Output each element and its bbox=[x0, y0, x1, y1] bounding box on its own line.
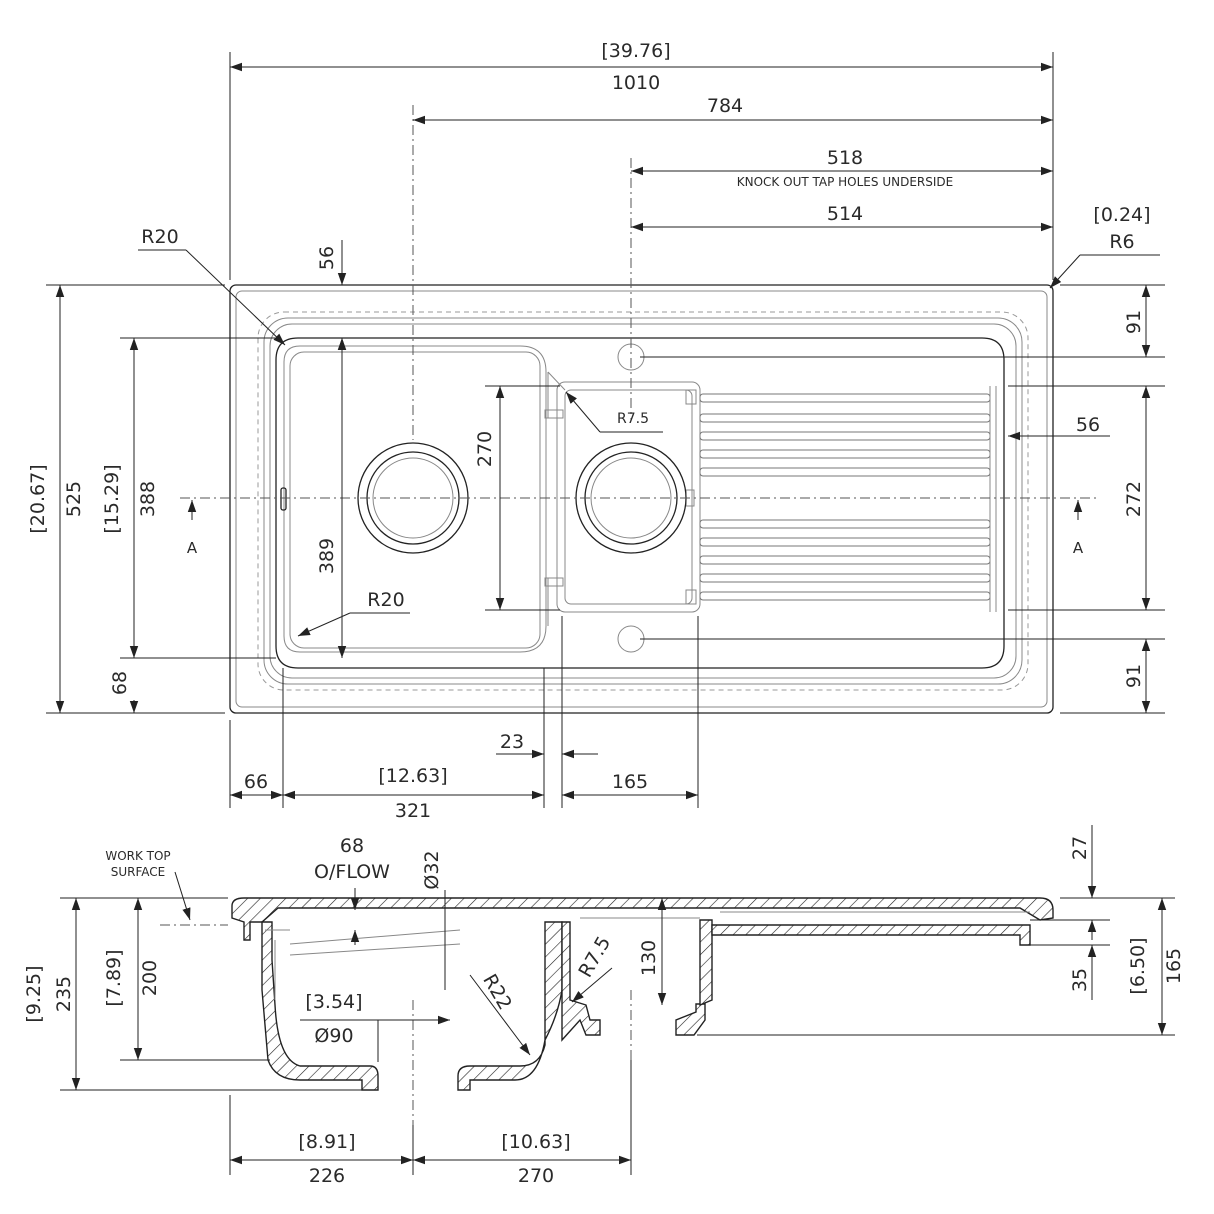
half-bowl-outline bbox=[556, 381, 701, 613]
half-bowl-length: 270 bbox=[474, 431, 496, 467]
bowl-radius-bottom: R20 bbox=[367, 589, 404, 611]
left-margin: 66 bbox=[244, 771, 268, 793]
drainer-rib bbox=[699, 591, 991, 601]
work-top-note-line1: WORK TOP bbox=[105, 849, 170, 863]
bowl-depth-in: [7.89] bbox=[103, 949, 125, 1006]
overall-height-mm: 235 bbox=[53, 976, 75, 1012]
half-bowl-depth: 130 bbox=[638, 940, 660, 976]
top-rim-depth: 56 bbox=[316, 246, 338, 270]
corner-radius-mm: R6 bbox=[1109, 231, 1134, 253]
section-view bbox=[231, 897, 1054, 1125]
plan-dimensions: [39.76] 1010 784 518 KNOCK OUT TAP HOLES… bbox=[27, 40, 1165, 822]
section-height-mm: 165 bbox=[1163, 948, 1185, 984]
bowl-centre-to-right: 784 bbox=[707, 95, 743, 117]
bowl-radius: R22 bbox=[478, 970, 516, 1013]
section-height-in: [6.50] bbox=[1127, 937, 1149, 994]
plan-view bbox=[180, 105, 1100, 714]
waste-spacing-mm: 270 bbox=[518, 1165, 554, 1187]
drainer-rib bbox=[699, 519, 991, 529]
waste-dia-mm: Ø90 bbox=[314, 1025, 353, 1047]
half-bowl-section bbox=[561, 921, 601, 1042]
depth-mm: 525 bbox=[63, 481, 85, 517]
waste-offset-in: [8.91] bbox=[298, 1131, 355, 1153]
drainer-top: 91 bbox=[1123, 310, 1145, 334]
bowl-length-mm: 388 bbox=[137, 481, 159, 517]
depth-in: [20.67] bbox=[27, 464, 49, 533]
tap-hole-b-to-right: 514 bbox=[827, 203, 863, 225]
overflow-dia: Ø32 bbox=[421, 850, 443, 889]
waste-offset-mm: 226 bbox=[309, 1165, 345, 1187]
bowl-width-in: [12.63] bbox=[378, 765, 447, 787]
drainer-bottom: 91 bbox=[1123, 664, 1145, 688]
drainer-rib bbox=[699, 413, 991, 423]
waste-spacing-in: [10.63] bbox=[501, 1131, 570, 1153]
drainer-rib bbox=[699, 555, 991, 565]
overall-height-in: [9.25] bbox=[23, 965, 45, 1022]
knock-out-note: KNOCK OUT TAP HOLES UNDERSIDE bbox=[737, 175, 953, 189]
section-dimensions: WORK TOP SURFACE 68 O/FLOW Ø32 [9.25] 23… bbox=[23, 825, 1185, 1187]
drainer-ribs bbox=[699, 393, 991, 601]
bowl-length-in: [15.29] bbox=[101, 464, 123, 533]
half-bowl-radius: R7.5 bbox=[617, 411, 649, 427]
bowl-radius-top: R20 bbox=[141, 226, 178, 248]
overflow-size: 68 bbox=[340, 835, 364, 857]
bowl-depth-mm: 200 bbox=[139, 960, 161, 996]
drainer-margin: 56 bbox=[1076, 414, 1100, 436]
drainer-section bbox=[711, 924, 1031, 946]
waste-dia-in: [3.54] bbox=[305, 991, 362, 1013]
rim-thickness: 27 bbox=[1069, 836, 1091, 860]
section-mark-right: A bbox=[1073, 539, 1084, 557]
sink-outline bbox=[229, 284, 1054, 714]
drainer-rib bbox=[699, 393, 991, 403]
bowl-centre-depth: 389 bbox=[316, 538, 338, 574]
drainer-rib bbox=[699, 573, 991, 583]
drainer-rib bbox=[699, 537, 991, 547]
overflow-label: O/FLOW bbox=[314, 861, 390, 883]
drainer-length: 272 bbox=[1123, 481, 1145, 517]
drainer-depth: 35 bbox=[1069, 968, 1091, 992]
overall-width-in: [39.76] bbox=[601, 40, 670, 62]
tap-hole-to-right: 518 bbox=[827, 147, 863, 169]
main-bowl-section bbox=[261, 921, 379, 1091]
drainer-rib bbox=[699, 431, 991, 441]
section-half-bowl-radius: R7.5 bbox=[574, 933, 615, 982]
work-top-note-line2: SURFACE bbox=[111, 865, 166, 879]
corner-radius-in: [0.24] bbox=[1093, 204, 1150, 226]
half-bowl-width: 165 bbox=[612, 771, 648, 793]
front-margin: 68 bbox=[109, 671, 131, 695]
main-bowl-outline bbox=[275, 337, 1005, 669]
overall-width-mm: 1010 bbox=[612, 72, 660, 94]
sink-well-outline bbox=[263, 317, 1023, 685]
drainer-rib bbox=[699, 449, 991, 459]
section-mark-left: A bbox=[187, 539, 198, 557]
drainer-rib bbox=[699, 467, 991, 477]
bowl-width-mm: 321 bbox=[395, 800, 431, 822]
wall-gap: 23 bbox=[500, 731, 524, 753]
